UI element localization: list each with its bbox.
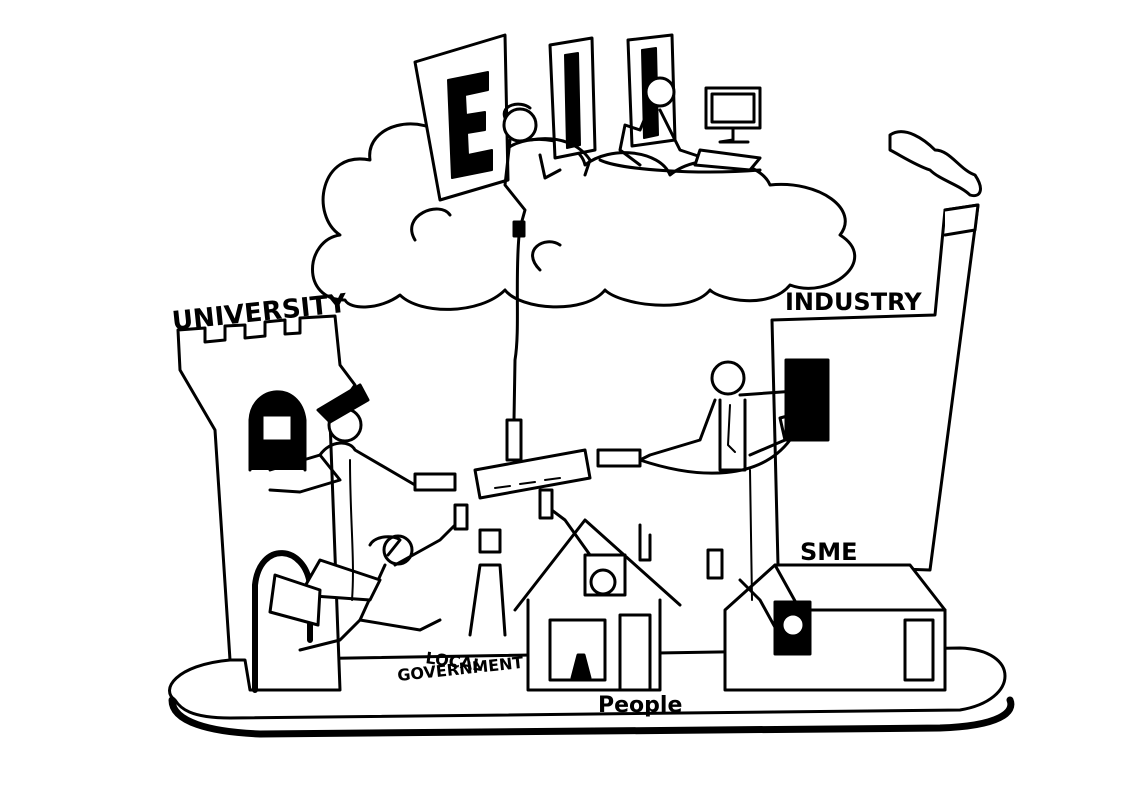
sme-label: SME — [800, 538, 858, 566]
industry-man — [596, 360, 812, 475]
eu-letters — [413, 33, 677, 202]
central-connector — [473, 448, 592, 500]
university-tower — [176, 314, 357, 693]
rope-connector — [505, 418, 523, 462]
cable-industry — [749, 469, 753, 601]
sme-building — [706, 548, 947, 692]
eu-woman — [502, 102, 592, 238]
local-government-person — [268, 503, 507, 652]
rope — [512, 234, 521, 422]
cable-university — [349, 459, 354, 601]
eu-man-with-computer — [598, 76, 762, 174]
industry-label: INDUSTRY — [785, 288, 922, 316]
university-man — [268, 383, 457, 494]
people-label: People — [598, 693, 682, 718]
people-house — [513, 488, 682, 692]
